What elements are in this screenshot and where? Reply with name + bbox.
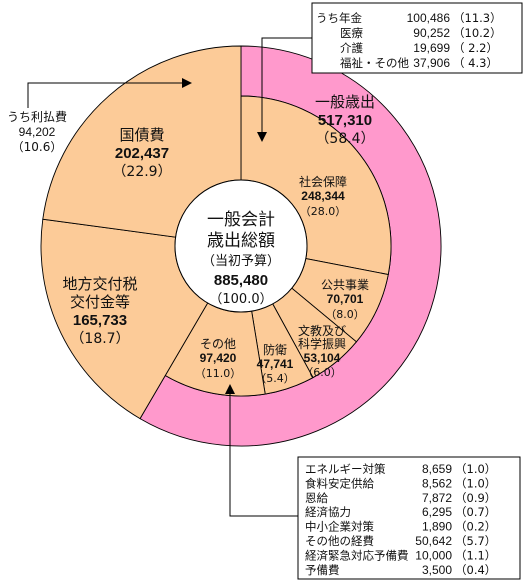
local-allocation-tax-label-line1: 地方交付税 <box>62 275 137 293</box>
ss-row-value: 100,486 <box>407 11 451 25</box>
other-row-label: 恩給 <box>305 491 328 505</box>
local-allocation-tax-label-group: 地方交付税 交付金等 165,733 （18.7） <box>62 275 137 347</box>
other-row-percent: （0.2） <box>455 520 496 534</box>
interest-payment-label: うち利払費 <box>7 109 67 124</box>
debt-service-arrow-icon <box>182 78 192 88</box>
ss-row-label: うち年金 <box>316 11 362 25</box>
general-expenditure-label: 一般歳出 <box>315 93 375 111</box>
center-note: （当初予算） <box>202 254 280 269</box>
social-security-label-group: 社会保障 248,344 （28.0） <box>299 174 347 218</box>
social-security-label: 社会保障 <box>299 174 347 189</box>
debt-service-value: 202,437 <box>115 145 169 162</box>
other-arrow-icon <box>225 384 235 394</box>
other-label: その他 <box>200 337 236 351</box>
social-security-value: 248,344 <box>301 189 345 203</box>
interest-payment-percent: （10.6） <box>12 140 63 154</box>
education-science-label-line1: 文教及び <box>298 323 346 338</box>
ss-row-label: 福祉・その他 <box>340 56 409 70</box>
other-row-label: 食料安定供給 <box>305 476 374 490</box>
education-science-label-line2: 科学振興 <box>298 336 346 351</box>
public-works-label-group: 公共事業 70,701 （8.0） <box>321 278 369 321</box>
education-science-percent: （6.0） <box>302 366 342 379</box>
education-science-value: 53,104 <box>304 351 341 365</box>
local-allocation-tax-percent: （18.7） <box>70 331 129 347</box>
center-title-line2: 歳出総額 <box>207 231 275 251</box>
ss-row-value: 90,252 <box>413 26 450 40</box>
center-total-percent: （100.0） <box>209 292 272 307</box>
debt-service-label-group: 国債費 202,437 （22.9） <box>112 126 171 180</box>
public-works-label: 公共事業 <box>321 278 369 292</box>
other-row-value: 6,295 <box>422 505 452 519</box>
ss-row-value: 19,699 <box>413 41 450 55</box>
other-row-label: その他の経費 <box>305 534 374 548</box>
other-detail-box <box>297 456 521 580</box>
other-row-label: エネルギー対策 <box>305 462 386 476</box>
center-hole <box>174 179 308 313</box>
other-row-percent: （0.4） <box>455 563 496 577</box>
other-row-value: 10,000 <box>415 548 452 562</box>
other-row-value: 8,562 <box>422 476 452 490</box>
debt-service-detail-callout: うち利払費 94,202 （10.6） <box>7 78 192 154</box>
other-row-percent: （1.0） <box>455 476 496 490</box>
donut-slices <box>40 45 442 447</box>
other-row-value: 7,872 <box>422 491 452 505</box>
other-row-percent: （1.1） <box>455 548 496 562</box>
other-label-group: その他 97,420 （11.0） <box>195 337 242 380</box>
other-row-value: 1,890 <box>422 520 452 534</box>
local-allocation-tax-label-line2: 交付金等 <box>70 293 130 311</box>
ss-row-label: 介護 <box>340 41 363 55</box>
other-row-label: 中小企業対策 <box>305 520 374 534</box>
other-row-label: 経済協力 <box>305 505 351 519</box>
defense-label: 防衛 <box>263 342 287 357</box>
other-row-value: 3,500 <box>422 563 452 577</box>
social-security-percent: （28.0） <box>300 205 347 218</box>
ss-row-percent: （ 2.2） <box>453 41 498 55</box>
general-expenditure-label-group: 一般歳出 517,310 （58.4） <box>315 93 375 147</box>
other-row-percent: （0.7） <box>455 505 496 519</box>
other-detail-callout: エネルギー対策 8,659 （1.0） 食料安定供給 8,562 （1.0） 恩… <box>225 384 521 580</box>
debt-service-percent: （22.9） <box>112 164 171 180</box>
general-expenditure-percent: （58.4） <box>315 131 374 147</box>
social-security-detail-box <box>311 2 523 74</box>
other-row-label: 予備費 <box>305 563 340 577</box>
social-security-detail-callout: うち年金 100,486 （11.3） 医療 90,252 （10.2） 介護 … <box>257 2 523 142</box>
center-label: 一般会計 歳出総額 （当初予算） 885,480 （100.0） <box>202 210 280 307</box>
other-row-value: 50,642 <box>415 534 452 548</box>
education-science-label-group: 文教及び 科学振興 53,104 （6.0） <box>298 323 346 379</box>
other-row-percent: （1.0） <box>455 462 496 476</box>
general-expenditure-value: 517,310 <box>318 112 372 129</box>
other-value: 97,420 <box>200 351 237 365</box>
public-works-percent: （8.0） <box>325 308 365 321</box>
local-allocation-tax-value: 165,733 <box>73 312 127 329</box>
social-security-arrow-icon <box>257 132 267 142</box>
public-works-value: 70,701 <box>327 292 364 306</box>
ss-row-percent: （11.3） <box>453 11 502 25</box>
ss-row-percent: （10.2） <box>453 26 502 40</box>
ss-row-value: 37,906 <box>413 56 450 70</box>
other-row-percent: （0.9） <box>455 491 496 505</box>
social-security-connector-line <box>261 37 312 132</box>
other-connector-line <box>229 394 298 517</box>
center-total-value: 885,480 <box>214 272 268 289</box>
defense-label-group: 防衛 47,741 （5.4） <box>255 342 295 385</box>
other-row-percent: （5.7） <box>455 534 496 548</box>
other-row-label: 経済緊急対応予備費 <box>305 548 409 562</box>
debt-service-connector-line <box>27 82 182 108</box>
interest-payment-value: 94,202 <box>19 125 56 139</box>
ss-row-percent: （ 4.3） <box>453 56 498 70</box>
debt-service-label: 国債費 <box>119 126 164 144</box>
ss-row-label: 医療 <box>340 26 363 40</box>
center-title-line1: 一般会計 <box>207 210 275 230</box>
other-percent: （11.0） <box>195 367 242 380</box>
defense-value: 47,741 <box>257 357 294 371</box>
other-row-value: 8,659 <box>422 462 452 476</box>
defense-percent: （5.4） <box>255 372 295 385</box>
